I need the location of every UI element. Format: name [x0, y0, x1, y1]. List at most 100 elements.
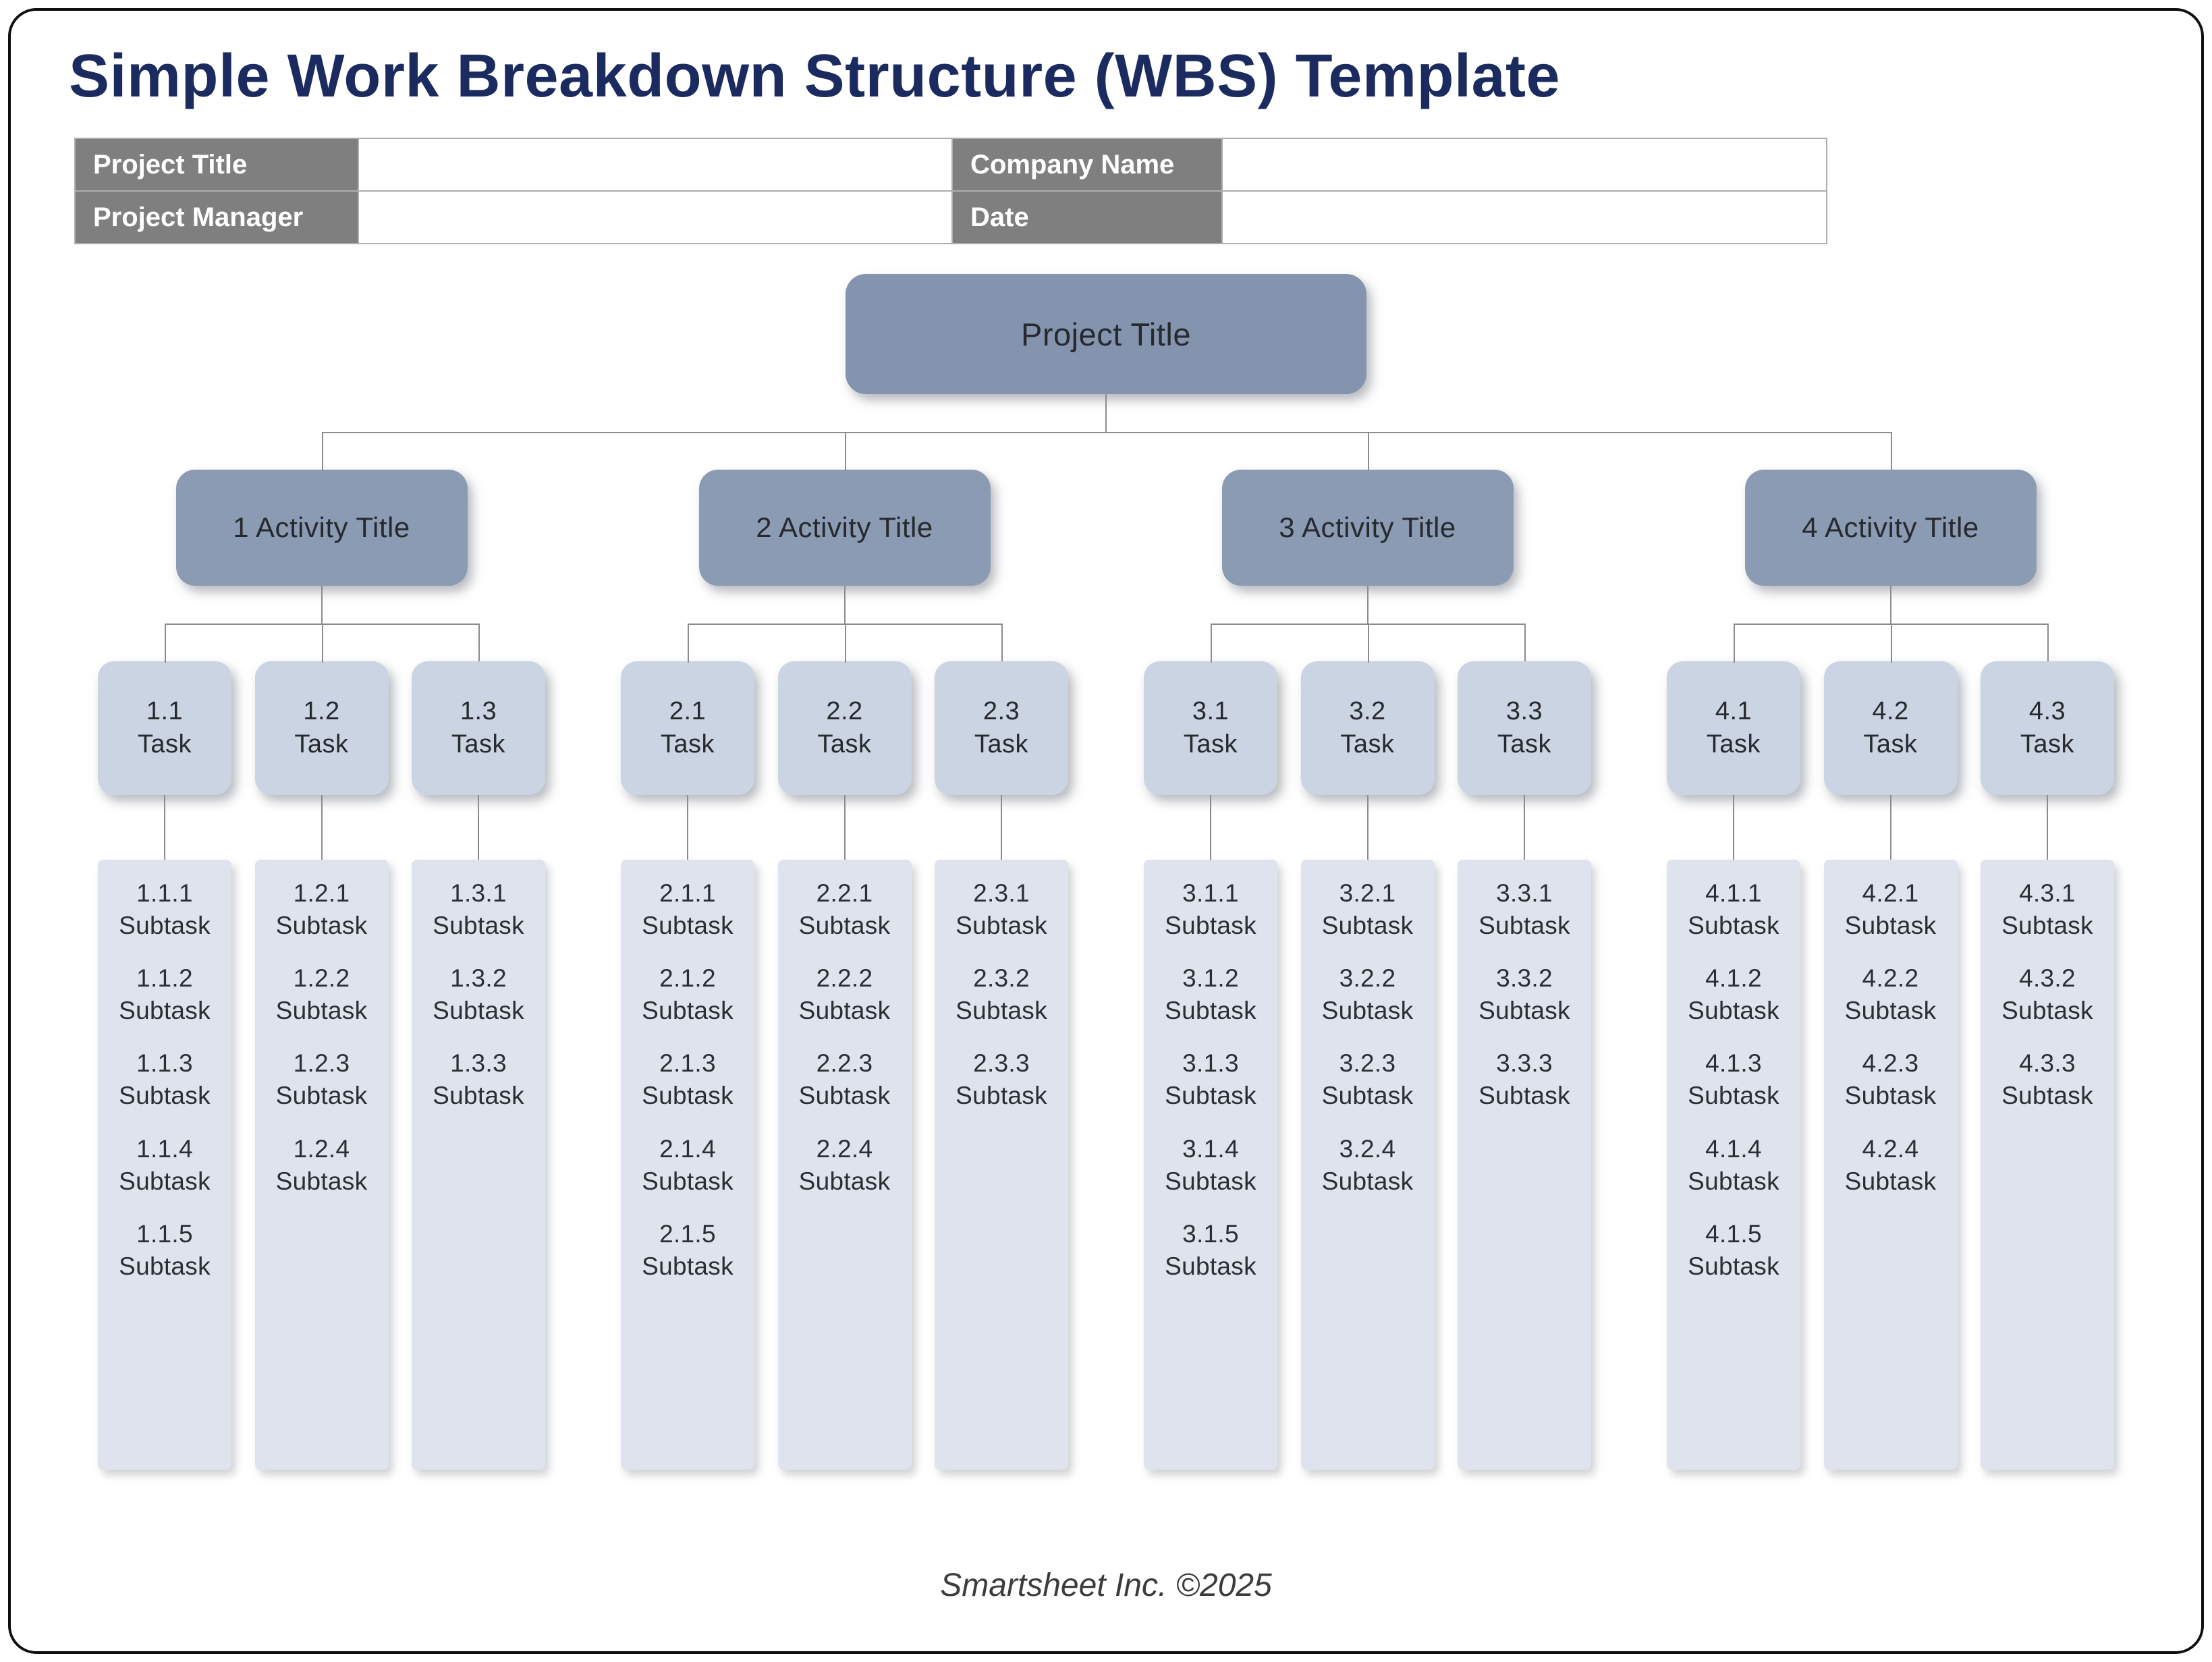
subtask-label: Subtask [1478, 997, 1570, 1025]
subtask-id: 2.1.2 [659, 964, 716, 993]
subtask-label: Subtask [1321, 912, 1414, 940]
subtask-id: 2.1.5 [659, 1219, 716, 1248]
activity-box: 2 Activity Title [698, 470, 991, 586]
task-label: Task [660, 730, 715, 758]
subtask-id: 2.2.3 [816, 1049, 873, 1078]
subtask-label: Subtask [642, 912, 734, 940]
subtask-label: Subtask [275, 997, 368, 1025]
connector-stem [164, 795, 165, 860]
subtask-id: 2.3.2 [973, 964, 1030, 993]
task-id: 1.3 [460, 696, 497, 725]
connector-stem [1001, 795, 1002, 860]
task-label: Task [2020, 730, 2075, 758]
subtask-id: 3.2.2 [1339, 964, 1396, 993]
project-title-field[interactable] [358, 138, 953, 192]
subtask-label: Subtask [1688, 997, 1779, 1025]
subtask-id: 3.3.1 [1496, 879, 1553, 907]
footer-credit: Smartsheet Inc. ©2025 [940, 1568, 1272, 1603]
connector-stem [1889, 586, 1891, 624]
date-field[interactable] [1221, 190, 1827, 244]
connector-stem [1889, 795, 1891, 860]
subtask-id: 2.2.4 [816, 1134, 873, 1163]
subtask-label: Subtask [798, 997, 891, 1025]
subtask-label: Subtask [956, 912, 1047, 940]
subtask-id: 2.3.1 [973, 879, 1030, 907]
project-manager-field[interactable] [358, 190, 953, 244]
subtask-label: Subtask [1165, 997, 1256, 1025]
subtask-id: 1.2.4 [293, 1134, 350, 1163]
connector-stem [478, 795, 479, 860]
subtask-label: Subtask [1688, 1252, 1779, 1280]
task-id: 4.3 [2028, 696, 2066, 725]
subtask-label: Subtask [119, 912, 211, 940]
info-row-1: Project Title Company Name [74, 138, 1827, 192]
project-info-table: Project Title Company Name Project Manag… [74, 138, 1827, 244]
subtask-id: 2.2.2 [816, 964, 873, 993]
company-name-field[interactable] [1221, 138, 1827, 192]
subtask-id: 4.1.4 [1705, 1134, 1762, 1163]
subtask-id: 3.2.3 [1339, 1049, 1396, 1078]
subtask-id: 3.2.1 [1339, 879, 1396, 907]
subtask-id: 2.3.3 [973, 1049, 1030, 1078]
subtask-label: Subtask [433, 1082, 524, 1110]
task-id: 2.1 [669, 696, 707, 725]
task-label: Task [817, 730, 872, 758]
subtask-label: Subtask [642, 997, 734, 1025]
subtask-id: 3.1.5 [1182, 1219, 1239, 1248]
date-label: Date [951, 190, 1223, 244]
connector-stem [1210, 795, 1211, 860]
task-label: Task [1340, 730, 1395, 758]
connector-stem [1524, 795, 1525, 860]
task-id: 2.2 [826, 696, 863, 725]
subtask-id: 1.2.1 [293, 879, 350, 907]
subtask-id: 1.1.5 [136, 1219, 193, 1248]
activity-box: 1 Activity Title [175, 470, 468, 586]
connector-stem [1105, 394, 1107, 432]
subtask-label: Subtask [1688, 912, 1779, 940]
subtask-id: 2.1.1 [659, 879, 716, 907]
subtask-label: Subtask [433, 912, 524, 940]
subtask-label: Subtask [119, 1082, 211, 1110]
info-row-2: Project Manager Date [74, 190, 1827, 244]
subtask-id: 1.3.2 [450, 964, 507, 993]
task-label: Task [1497, 730, 1552, 758]
subtask-label: Subtask [1321, 1167, 1414, 1195]
task-label: Task [974, 730, 1029, 758]
subtask-label: Subtask [1844, 1082, 1937, 1110]
